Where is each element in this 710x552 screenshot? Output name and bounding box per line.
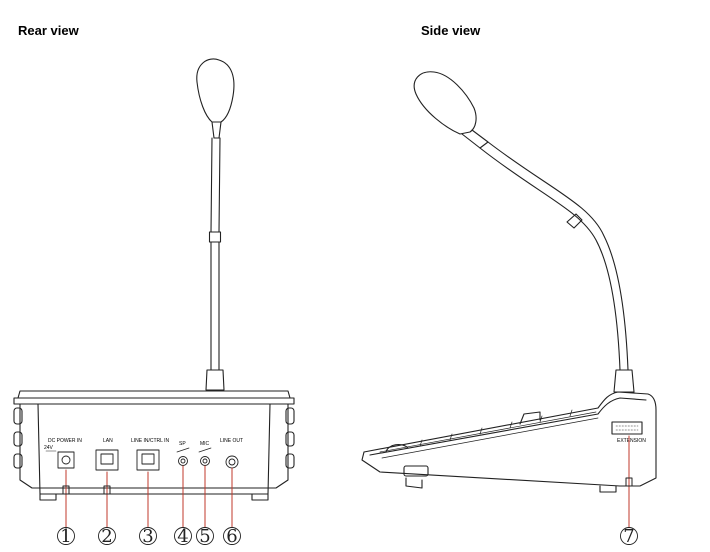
voltage-label: 24V — [44, 445, 54, 451]
lan-port — [95, 449, 119, 471]
extension-port — [611, 421, 643, 435]
line-in-ctrl-in-label: LINE IN/CTRL IN — [131, 438, 170, 444]
rear-gooseneck-upper — [210, 137, 221, 233]
rear-view-title: Rear view — [18, 23, 79, 38]
lan-label: LAN — [103, 438, 113, 444]
dc-power-in-label: DC POWER IN — [48, 438, 82, 444]
rear-console-body — [13, 390, 295, 501]
callout-2: 2 — [101, 526, 112, 547]
callout-3: 3 — [142, 526, 153, 547]
sp-jack — [178, 456, 188, 466]
rear-ports — [57, 449, 239, 471]
extension-label: EXTENSION — [617, 438, 646, 444]
line-in-ctrl-in-port-inner — [141, 453, 155, 465]
side-gooseneck-inner — [487, 141, 629, 371]
dc-power-jack — [57, 451, 75, 469]
rear-gooseneck-lower — [210, 241, 220, 371]
rear-microphone — [196, 58, 235, 391]
rear-callout-lines — [65, 465, 233, 528]
callout-7: 7 — [623, 526, 634, 547]
line-out-jack-hole — [228, 458, 236, 466]
dc-power-hole — [61, 455, 71, 465]
callout-1: 1 — [60, 526, 71, 547]
side-callout-circle — [620, 527, 638, 545]
mic-jack-hole — [202, 458, 208, 464]
side-mic-head — [413, 71, 477, 135]
lan-port-inner — [100, 453, 114, 465]
line-out-label: LINE OUT — [220, 438, 243, 444]
side-console-body — [361, 391, 657, 493]
callout-5: 5 — [199, 526, 210, 547]
side-mic-base — [613, 369, 635, 393]
line-out-jack — [225, 455, 239, 469]
sp-label: SP — [179, 441, 186, 447]
mic-jack — [200, 456, 210, 466]
side-gooseneck-outer — [479, 147, 621, 371]
callout-4: 4 — [177, 526, 188, 547]
rear-mic-neck — [211, 121, 222, 139]
mic-label: MIC — [200, 441, 210, 447]
side-view-title: Side view — [421, 23, 481, 38]
callout-6: 6 — [226, 526, 237, 547]
side-mic-neck — [461, 129, 489, 149]
sp-jack-hole — [180, 458, 186, 464]
rear-mic-head — [196, 58, 235, 123]
side-microphone — [413, 71, 635, 393]
rear-gooseneck-joint — [208, 231, 222, 243]
side-gooseneck-joint — [566, 213, 583, 229]
line-in-ctrl-in-port — [136, 449, 160, 471]
rear-callout-circles — [57, 527, 241, 545]
rear-mic-base — [205, 369, 225, 391]
